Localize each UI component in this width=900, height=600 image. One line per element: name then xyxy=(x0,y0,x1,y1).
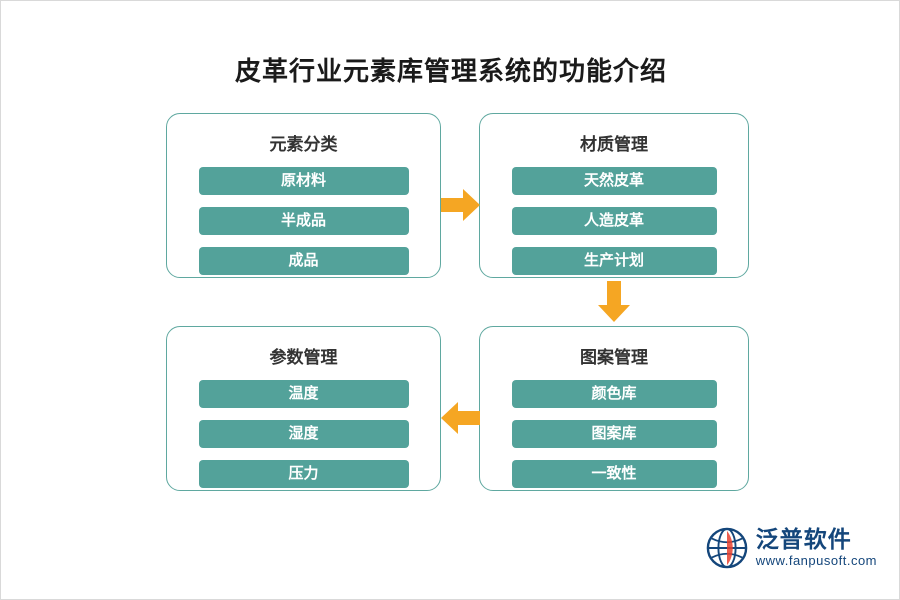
card-pattern-item-1[interactable]: 图案库 xyxy=(511,420,717,448)
brand-logo: 泛普软件 www.fanpusoft.com xyxy=(706,527,877,569)
card-material-item-2[interactable]: 生产计划 xyxy=(511,247,717,275)
card-param-item-2[interactable]: 压力 xyxy=(198,460,409,488)
logo-name: 泛普软件 xyxy=(755,527,852,553)
card-pattern-title: 图案管理 xyxy=(580,348,648,367)
card-element-item-0[interactable]: 原材料 xyxy=(198,167,409,195)
page-title: 皮革行业元素库管理系统的功能介绍 xyxy=(234,57,667,86)
arrow-pattern-to-param xyxy=(441,402,480,434)
card-pattern-management[interactable]: 图案管理 颜色库 图案库 一致性 xyxy=(479,326,749,491)
logo-text: 泛普软件 www.fanpusoft.com xyxy=(756,527,877,568)
card-parameter-management[interactable]: 参数管理 温度 湿度 压力 xyxy=(166,326,441,491)
logo-url: www.fanpusoft.com xyxy=(755,552,877,568)
card-element-item-2[interactable]: 成品 xyxy=(198,247,409,275)
card-material-management[interactable]: 材质管理 天然皮革 人造皮革 生产计划 xyxy=(479,113,749,278)
card-element-item-1[interactable]: 半成品 xyxy=(198,207,409,235)
card-element-classification[interactable]: 元素分类 原材料 半成品 成品 xyxy=(166,113,441,278)
arrow-element-to-material xyxy=(441,189,480,221)
arrow-material-to-pattern xyxy=(598,281,630,322)
card-pattern-item-0[interactable]: 颜色库 xyxy=(511,380,717,408)
card-material-item-1[interactable]: 人造皮革 xyxy=(511,207,717,235)
card-param-item-0[interactable]: 温度 xyxy=(198,380,409,408)
card-pattern-item-2[interactable]: 一致性 xyxy=(511,460,717,488)
card-material-item-0[interactable]: 天然皮革 xyxy=(511,167,717,195)
card-param-item-1[interactable]: 湿度 xyxy=(198,420,409,448)
card-element-title: 元素分类 xyxy=(269,135,338,154)
card-material-title: 材质管理 xyxy=(580,135,648,154)
globe-icon xyxy=(706,527,748,569)
card-param-title: 参数管理 xyxy=(269,348,338,367)
